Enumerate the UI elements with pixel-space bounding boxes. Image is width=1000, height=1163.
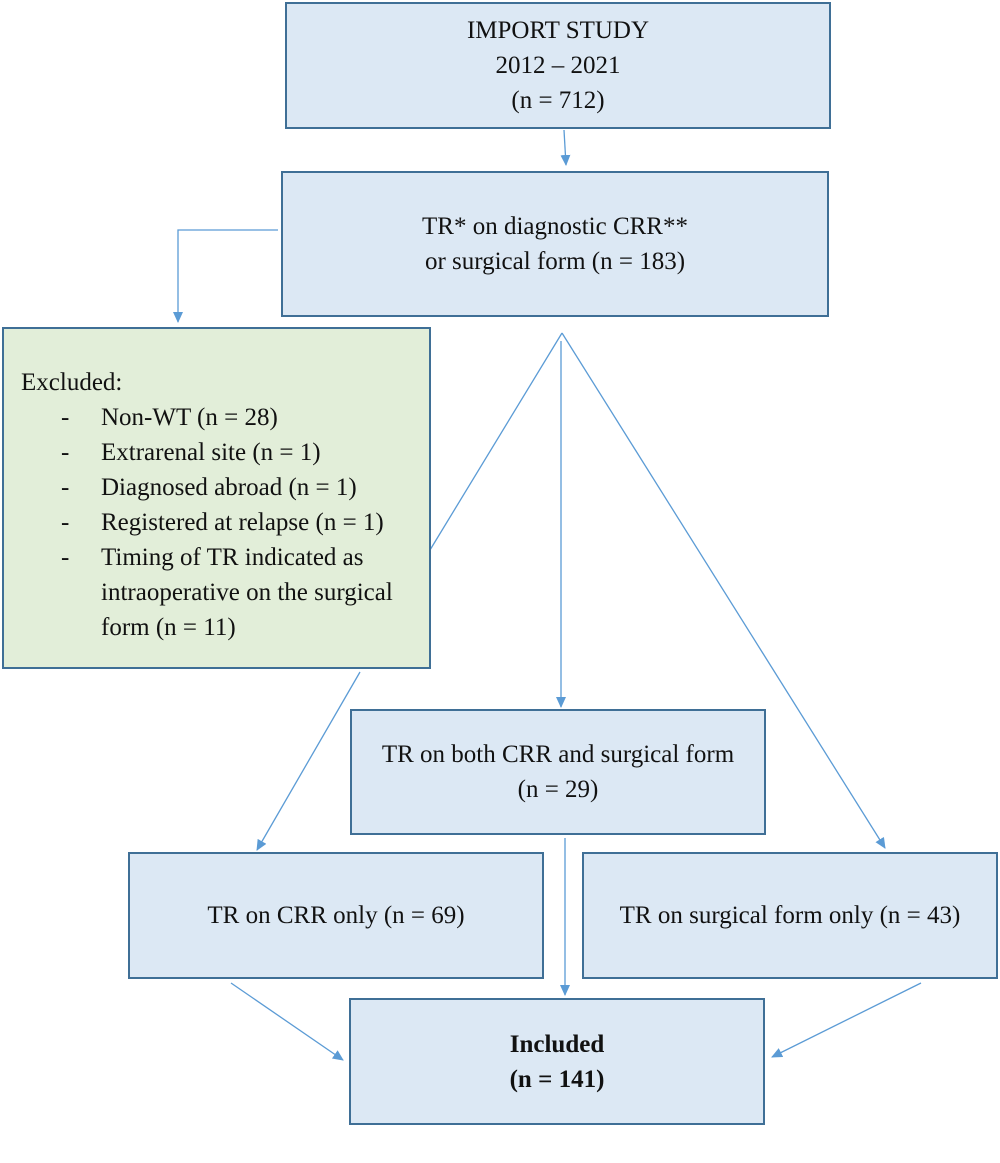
excluded-item: Diagnosed abroad (n = 1) (21, 470, 431, 505)
arrow-apex-left-upper (429, 332, 563, 551)
excluded-heading: Excluded: (21, 369, 123, 396)
arrow-import-to-tr (560, 129, 571, 166)
tr-both-line2: (n = 29) (517, 776, 599, 803)
tr-crr-only-box: TR on CRR only (n = 69) (128, 852, 544, 979)
arrow-tr-to-excluded (173, 229, 278, 323)
tr-any-line1: TR* on diagnostic CRR** (422, 213, 688, 240)
tr-surgical-only-label: TR on surgical form only (n = 43) (619, 902, 961, 929)
arrow-apex-to-crr-only (256, 671, 361, 851)
tr-any-box: TR* on diagnostic CRR** or surgical form… (281, 171, 829, 317)
tr-crr-only-label: TR on CRR only (n = 69) (207, 902, 465, 929)
excluded-item: Registered at relapse (n = 1) (21, 505, 431, 540)
excluded-item: Extrarenal site (n = 1) (21, 435, 431, 470)
included-count: (n = 141) (509, 1065, 605, 1093)
import-study-box: IMPORT STUDY 2012 – 2021 (n = 712) (285, 2, 831, 129)
import-study-count: (n = 712) (511, 87, 605, 114)
arrow-crr-only-to-included (230, 982, 344, 1061)
tr-both-line1: TR on both CRR and surgical form (381, 741, 735, 768)
excluded-item: Non-WT (n = 28) (21, 400, 431, 435)
tr-any-line2: or surgical form (n = 183) (424, 248, 686, 275)
arrow-apex-to-surgical-only (561, 332, 886, 849)
included-title: Included (509, 1030, 605, 1058)
tr-surgical-only-box: TR on surgical form only (n = 43) (582, 852, 998, 979)
import-study-title: IMPORT STUDY (466, 17, 650, 44)
excluded-list: Non-WT (n = 28) Extrarenal site (n = 1) … (21, 400, 431, 645)
arrow-surgical-only-to-included (771, 982, 922, 1058)
import-study-years: 2012 – 2021 (495, 52, 621, 79)
excluded-item: Timing of TR indicated as intraoperative… (21, 540, 431, 645)
included-box: Included (n = 141) (349, 998, 765, 1125)
excluded-box: Excluded: Non-WT (n = 28) Extrarenal sit… (2, 327, 431, 669)
tr-both-box: TR on both CRR and surgical form (n = 29… (350, 709, 766, 835)
